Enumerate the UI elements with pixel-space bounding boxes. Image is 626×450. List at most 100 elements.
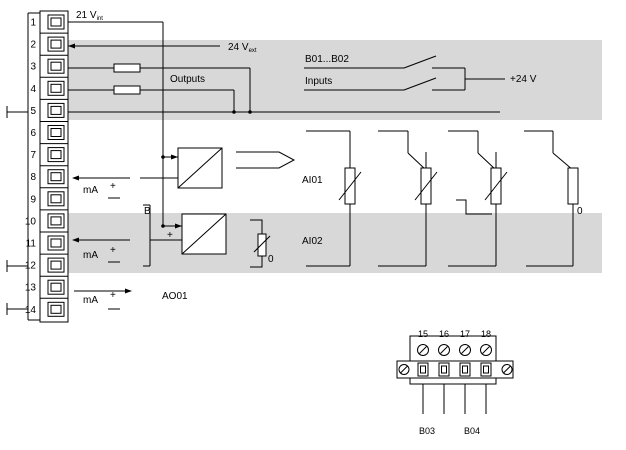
screw-slot bbox=[440, 346, 448, 354]
plus-sign: + bbox=[110, 181, 116, 192]
ma-label-ai02: mA bbox=[83, 250, 98, 261]
terminal-number-4: 4 bbox=[30, 84, 36, 95]
plus-sign: + bbox=[110, 245, 116, 256]
plus-sign: + bbox=[167, 230, 173, 241]
terminal-screw-12 bbox=[47, 257, 65, 273]
junction-dot bbox=[161, 224, 165, 228]
terminal-screw-inner bbox=[50, 83, 62, 93]
terminal-number-14: 14 bbox=[25, 305, 37, 316]
ma-label-ai01: mA bbox=[83, 185, 98, 196]
terminal-screw-4 bbox=[47, 80, 65, 96]
terminal-screw-6 bbox=[47, 125, 65, 140]
connector-block bbox=[396, 335, 514, 414]
terminal-screw-inner bbox=[50, 282, 62, 292]
terminal-screw-inner bbox=[50, 39, 62, 49]
connector-socket bbox=[480, 362, 492, 377]
terminal-screw-inner bbox=[50, 61, 62, 71]
screw-slot bbox=[400, 365, 408, 374]
terminal-number-9: 9 bbox=[30, 194, 36, 205]
screw-slot bbox=[482, 346, 490, 354]
terminal-screw-7 bbox=[47, 147, 65, 163]
connector-socket bbox=[438, 362, 450, 377]
terminal-number-13: 13 bbox=[25, 283, 37, 294]
terminal-screw-2 bbox=[47, 36, 65, 52]
terminal-number-6: 6 bbox=[30, 128, 36, 139]
connector-number-18: 18 bbox=[481, 329, 491, 339]
connector-socket bbox=[459, 362, 471, 377]
connector-number-15: 15 bbox=[418, 329, 428, 339]
terminal-number-8: 8 bbox=[30, 172, 36, 183]
terminal-screw-inner bbox=[50, 128, 62, 137]
terminal-number-11: 11 bbox=[26, 239, 37, 250]
connector-socket-inner bbox=[441, 365, 447, 374]
terminal-screw-inner bbox=[50, 194, 62, 204]
junction-dot bbox=[232, 110, 236, 114]
connector-number-16: 16 bbox=[439, 329, 449, 339]
terminal-number-12: 12 bbox=[25, 261, 37, 272]
terminal-screw-inner bbox=[50, 17, 62, 27]
terminal-number-5: 5 bbox=[30, 106, 36, 117]
terminal-screw-inner bbox=[50, 172, 62, 182]
ma-label-ao01: mA bbox=[83, 295, 98, 306]
output-resistor-1 bbox=[113, 63, 141, 73]
terminal-screw-11 bbox=[47, 235, 65, 251]
terminal-number-3: 3 bbox=[30, 62, 36, 73]
connector-screw-18 bbox=[480, 344, 492, 356]
output-resistor-2 bbox=[113, 85, 141, 95]
inputs-range: B01...B02 bbox=[305, 54, 349, 65]
mounting-screw bbox=[398, 364, 410, 375]
bus-band bbox=[66, 40, 602, 120]
connector-screw-16 bbox=[438, 344, 450, 356]
terminal-screw-8 bbox=[47, 169, 65, 185]
terminal-screw-3 bbox=[47, 58, 65, 74]
plus24v-label: +24 V bbox=[510, 74, 537, 85]
ai-sensor-wiring bbox=[306, 130, 579, 267]
v21-label: 21 Vint bbox=[76, 10, 103, 22]
terminal-screw-9 bbox=[47, 191, 65, 207]
ai01-converter bbox=[140, 147, 296, 189]
terminal-screw-13 bbox=[47, 279, 65, 295]
outputs-label: Outputs bbox=[170, 74, 205, 85]
terminal-screw-10 bbox=[47, 213, 65, 229]
connector-socket-inner bbox=[483, 365, 489, 374]
screw-slot bbox=[419, 346, 427, 354]
ai02-label: AI02 bbox=[302, 236, 323, 247]
b04-label: B04 bbox=[464, 426, 480, 436]
terminal-screw-5 bbox=[47, 102, 65, 118]
terminal-number-2: 2 bbox=[30, 40, 36, 51]
supply-lines bbox=[68, 21, 220, 226]
b03-label: B03 bbox=[419, 426, 435, 436]
connector-socket-inner bbox=[420, 365, 426, 374]
terminal-screw-1 bbox=[47, 14, 65, 30]
junction-dot bbox=[248, 110, 252, 114]
terminal-screw-14 bbox=[47, 301, 65, 317]
plus-sign: + bbox=[110, 290, 116, 301]
ai02-zero: 0 bbox=[268, 254, 274, 265]
connector-screw-17 bbox=[459, 344, 471, 356]
terminal-number-1: 1 bbox=[30, 18, 36, 29]
terminal-number-7: 7 bbox=[30, 150, 36, 161]
ground-markers bbox=[6, 106, 28, 315]
ao01-label: AO01 bbox=[162, 291, 188, 302]
connector-number-17: 17 bbox=[460, 329, 470, 339]
ai02-converter bbox=[143, 204, 271, 268]
ai01-label: AI01 bbox=[302, 175, 323, 186]
connector-socket bbox=[417, 362, 429, 377]
ai-zero: 0 bbox=[577, 206, 583, 217]
terminal-screw-inner bbox=[50, 260, 62, 270]
terminal-number-10: 10 bbox=[25, 216, 37, 227]
b-label: B bbox=[144, 206, 151, 217]
terminal-screw-inner bbox=[50, 216, 62, 226]
terminal-screw-inner bbox=[50, 238, 62, 248]
connector-socket-inner bbox=[462, 365, 468, 374]
outputs-wiring bbox=[68, 63, 500, 113]
mounting-screw bbox=[501, 364, 513, 375]
terminal-screw-inner bbox=[50, 304, 62, 314]
terminal-screw-inner bbox=[50, 105, 62, 115]
v24-label: 24 Vext bbox=[228, 42, 257, 54]
inputs-wiring bbox=[304, 55, 505, 91]
current-sources bbox=[72, 175, 132, 310]
screw-slot bbox=[503, 365, 511, 374]
inputs-label: Inputs bbox=[305, 76, 332, 87]
